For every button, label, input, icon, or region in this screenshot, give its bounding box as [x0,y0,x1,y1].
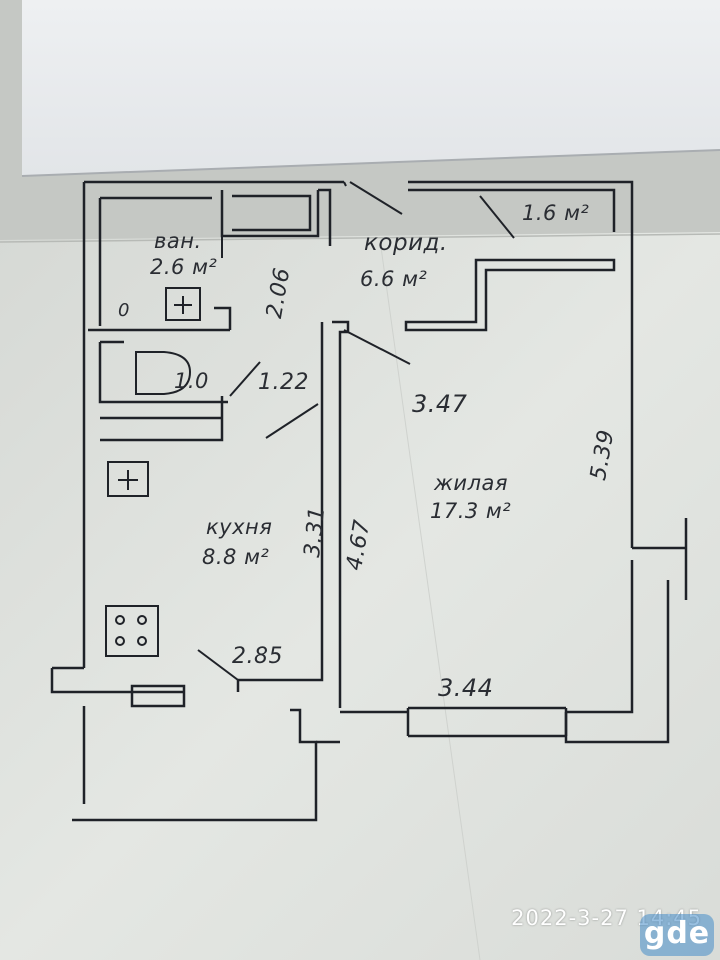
toilet-icon [135,351,192,395]
corridor-name: корид. [364,230,448,256]
kitchen-name: кухня [206,515,273,539]
plan-walls [50,180,688,822]
toilet-mark: 0 [118,300,130,321]
living-area: 17.3 м² [430,499,512,523]
living-name: жилая [434,471,508,495]
top-sheet [22,0,720,176]
stove-icon [105,605,159,657]
corridor-area: 6.6 м² [360,267,428,291]
toilet-area: 1.0 [174,369,209,393]
fixtures [105,287,201,657]
door-swings [197,181,515,681]
kitchen-area: 8.8 м² [202,545,270,569]
kitchen-sink-icon [107,461,149,497]
site-watermark-logo: gde [640,914,714,956]
dim-corridor-width: 3.47 [412,390,468,418]
dim-kitchen-width: 2.85 [232,644,283,669]
bathroom-name: ван. [154,229,202,253]
bath-sink-icon [165,287,201,321]
dim-living-width: 3.44 [438,674,494,702]
bathroom-area: 2.6 м² [150,255,218,279]
dim-passage: 1.22 [258,370,309,395]
dim-kitchen-depth: 3.31 [300,505,331,559]
paper-sheet [0,232,720,960]
storage-area: 1.6 м² [522,201,590,225]
